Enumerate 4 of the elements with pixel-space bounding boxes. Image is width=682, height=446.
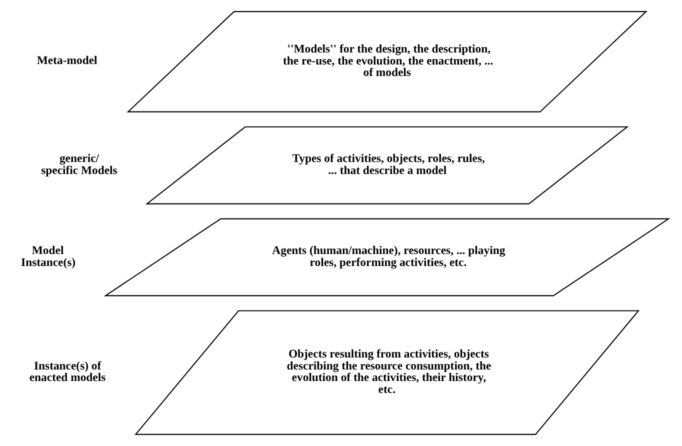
node-label: Instance(s) of enacted models: [28, 359, 106, 384]
node-label: Meta-model: [36, 54, 97, 67]
node-label: Model Instance(s): [20, 244, 76, 269]
node-label: generic/ specific Models: [40, 152, 117, 177]
